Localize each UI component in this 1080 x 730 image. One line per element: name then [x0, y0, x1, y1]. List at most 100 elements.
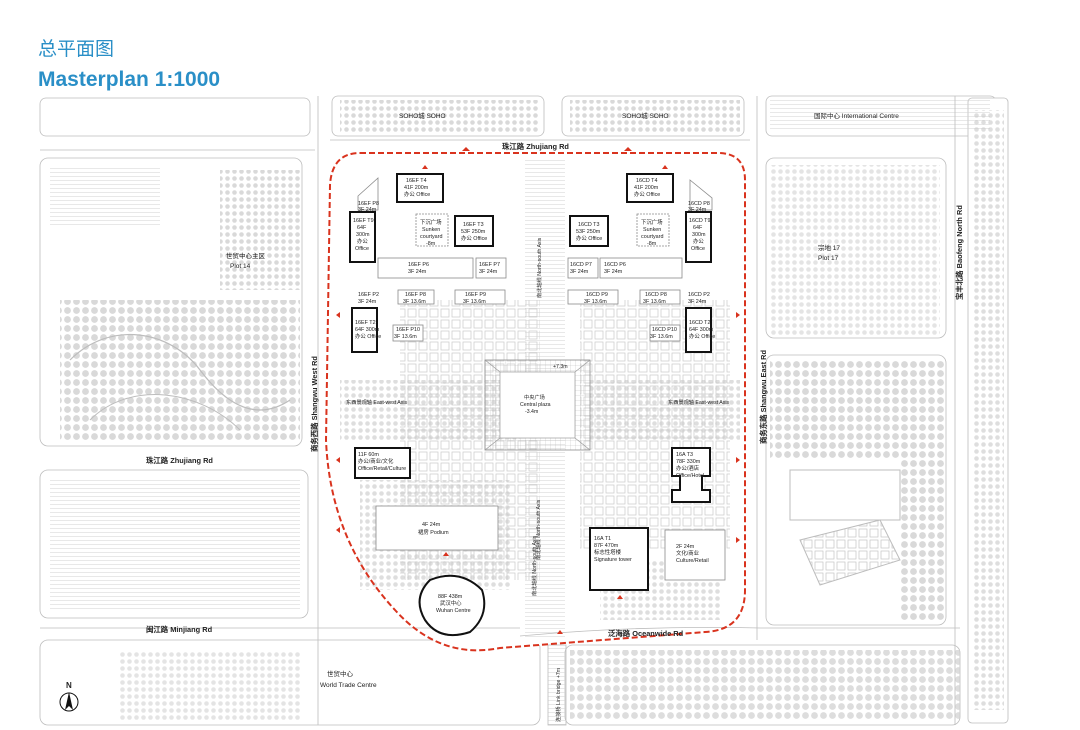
- b11f-l1: 11F 60m: [358, 452, 379, 458]
- cd-p9-l2: 3F 13.6m: [584, 299, 607, 305]
- light-buildings: [357, 177, 726, 581]
- cd-p6-l1: 16CD P6: [604, 262, 626, 268]
- ef-t9-l5: Office: [355, 246, 369, 252]
- cd-p8-l2: 3F 24m: [688, 207, 707, 213]
- culture-l3: Culture/Retail: [676, 558, 709, 564]
- wtc-cn-label: 世贸中心: [327, 669, 354, 678]
- cd-t3-l3: 办公 Office: [576, 234, 602, 242]
- road-zhujiang-top: 珠江路 Zhujiang Rd: [502, 142, 569, 151]
- ef-t4-l3: 办公 Office: [404, 190, 430, 198]
- b11f-l3: Office/Retail/Culture: [358, 466, 406, 472]
- wuhan-l2: 武汉中心: [440, 599, 462, 607]
- culture-l1: 2F 24m: [676, 544, 695, 550]
- sunken-left-line4: -8m: [426, 241, 436, 247]
- ef-t9-l4: 办公: [357, 237, 368, 245]
- plaza-en: Central plaza: [520, 402, 551, 408]
- cd-t9-l4: 办公: [693, 237, 704, 245]
- a-t1-l3: 标志性塔楼: [594, 548, 622, 556]
- link-bridge-label: 连接桥 Link bridge +7m: [554, 668, 562, 722]
- soho-left-label: SOHO城 SOHO: [399, 112, 446, 120]
- cd-t4-l2: 41F 200m: [634, 185, 659, 191]
- sunken-right-line1: 下沉广场: [641, 218, 663, 226]
- ef-t4-l2: 41F 200m: [404, 185, 429, 191]
- north-arrow-icon: N: [59, 681, 79, 712]
- ef-t3-l3: 办公 Office: [461, 234, 487, 242]
- buildings: [349, 173, 712, 636]
- culture-l2: 文化/商业: [676, 549, 700, 557]
- axis-east-west-left: 东西景观轴 East-west Axis: [346, 398, 408, 406]
- cd-t2-l2: 64F 300m: [689, 327, 714, 333]
- building-16ef-t3: [454, 215, 494, 247]
- building-16cd-t3: [569, 215, 609, 247]
- ef-p2-l2: 3F 24m: [358, 299, 377, 305]
- axis-north-south-bottom: 南北轴线 North-south Axis: [530, 535, 538, 596]
- ef-t4-l1: 16EF T4: [406, 178, 427, 184]
- wuhan-l3: Wuhan Centre: [436, 608, 471, 614]
- cd-t9-l3: 300m: [692, 232, 706, 238]
- title-chinese: 总平面图: [38, 38, 115, 60]
- district-labels: SOHO城 SOHO SOHO城 SOHO 国际中心 International…: [226, 111, 899, 689]
- building-11f: [354, 447, 411, 479]
- road-shangwu-west: 商务西路 Shangwu West Rd: [310, 356, 319, 452]
- plot14-label: Plot 14: [230, 263, 251, 270]
- north-label: N: [66, 681, 72, 690]
- a-t1-l1: 16A T1: [594, 536, 611, 542]
- cd-p9-l1: 16CD P9: [586, 292, 608, 298]
- sunken-left-line2: Sunken: [422, 227, 440, 233]
- sunken-courtyard-right: 下沉广场 Sunken courtyard -8m: [641, 218, 663, 247]
- ef-t2-l2: 64F 300m: [355, 327, 380, 333]
- building-labels: 16EF T4 41F 200m 办公 Office 16CD T4 41F 2…: [353, 178, 715, 614]
- cd-t4-l3: 办公 Office: [634, 190, 660, 198]
- a-t3-l3: 办公/酒店: [676, 464, 700, 472]
- road-baofeng-north: 宝丰北路 Baofeng North Rd: [955, 205, 964, 300]
- cd-p2-l2: 3F 24m: [688, 299, 707, 305]
- a-t3-l4: Office/Hotel: [676, 473, 704, 479]
- building-16cd-t9: [685, 211, 712, 263]
- building-16a-t3: [671, 447, 711, 503]
- building-16a-t1: [589, 527, 649, 591]
- ef-p10-l2: 3F 13.6m: [394, 334, 417, 340]
- axis-east-west-right: 东西景观轴 East-west Axis: [668, 398, 730, 406]
- plot17-label: Plot 17: [818, 255, 839, 262]
- cd-p8-l1: 16CD P8: [688, 201, 710, 207]
- cd-t3-l1: 16CD T3: [578, 222, 599, 228]
- cd-p6-l2: 3F 24m: [604, 269, 623, 275]
- cd-t2-l3: 办公 Office: [689, 332, 715, 340]
- plot14-cn-label: 世贸中心主区: [226, 251, 266, 260]
- ef-p9-l2: 3F 13.6m: [463, 299, 486, 305]
- ef-p7-l2: 3F 24m: [479, 269, 498, 275]
- central-plaza-labels: +7.3m 中央广场 Central plaza -3.4m: [520, 364, 568, 415]
- cd-p8b-l1: 16CD P8: [645, 292, 667, 298]
- sunken-right-line3: courtyard: [641, 234, 663, 240]
- cd-t4-l1: 16CD T4: [636, 178, 657, 184]
- building-16ef-t2: [351, 307, 378, 353]
- title-english: Masterplan 1:1000: [38, 68, 221, 91]
- cd-p8b-l2: 3F 13.6m: [643, 299, 666, 305]
- sunken-left-line3: courtyard: [420, 234, 442, 240]
- cd-p10-l2: 3F 13.6m: [650, 334, 673, 340]
- cd-p2-l1: 16CD P2: [688, 292, 710, 298]
- podium-l2: 裙房 Podium: [418, 528, 449, 536]
- wtc-label: World Trade Centre: [320, 682, 377, 689]
- building-16cd-t2: [685, 307, 712, 353]
- tree-textures: [50, 100, 1004, 720]
- podium-l1: 4F 24m: [422, 522, 441, 528]
- a-t1-l4: Signature tower: [594, 557, 632, 563]
- sunken-courtyard-left: 下沉广场 Sunken courtyard -8m: [420, 218, 442, 247]
- cd-t3-l2: 53F 250m: [576, 229, 601, 235]
- road-minjiang: 闽江路 Minjiang Rd: [146, 625, 213, 634]
- a-t1-l2: 87F 470m: [594, 543, 619, 549]
- wuhan-l1: 88F 438m: [438, 594, 463, 600]
- ef-p8-l2: 3F 24m: [358, 207, 377, 213]
- ef-t9-l2: 64F: [357, 225, 367, 231]
- cd-t2-l1: 16CD T2: [689, 320, 710, 326]
- plaza-depth: -3.4m: [525, 409, 538, 415]
- ef-t2-l3: 办公 Office: [355, 332, 381, 340]
- sunken-right-line2: Sunken: [643, 227, 661, 233]
- ef-p2-l1: 16EF P2: [358, 292, 379, 298]
- ef-t3-l2: 53F 250m: [461, 229, 486, 235]
- b11f-l2: 办公/商业/文化: [358, 457, 394, 465]
- boundary-arrows: [336, 147, 740, 634]
- ef-p10-l1: 16EF P10: [396, 327, 420, 333]
